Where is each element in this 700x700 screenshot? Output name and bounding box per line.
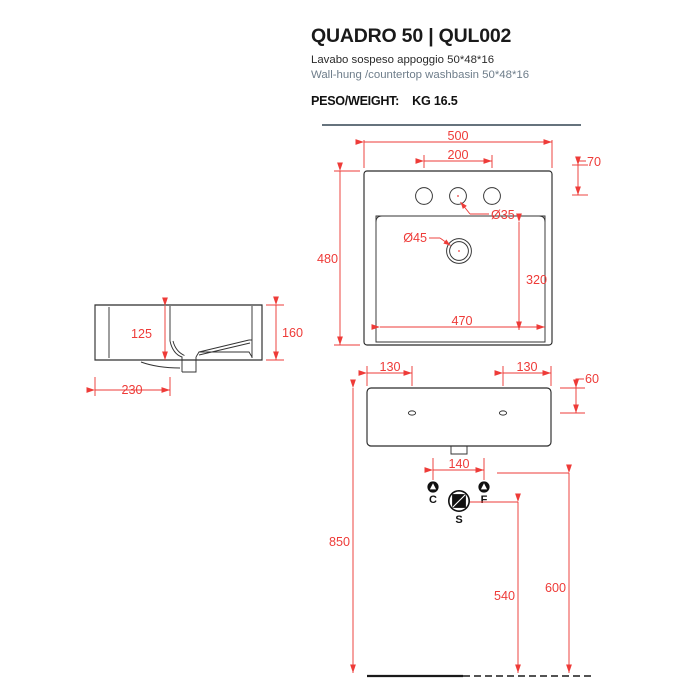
dim-label-130-left: 130 [379,360,400,374]
taphole-right [483,187,501,205]
dim-side-height-160: 160 [266,296,303,361]
subtitle-english: Wall-hung /countertop washbasin 50*48*16 [311,69,530,82]
waste-hole-inner [449,241,469,261]
dim-side-depth-230: 230 [86,377,171,397]
taphole-center [449,187,467,205]
dim-label-60: 60 [585,372,599,386]
dim-label-140: 140 [448,457,469,471]
dim-front-supply-spacing-140: 140 [424,457,485,480]
cold-water-mark: C [427,481,439,506]
dim-top-bowl-depth-320: 320 [516,213,547,330]
dim-front-bracket-drop-60: 60 [560,372,599,414]
dim-front-waste-height-540: 540 [470,493,521,673]
dim-label-500: 500 [447,129,468,143]
dim-label-470: 470 [451,314,472,328]
weight-label: PESO/WEIGHT: [311,93,400,108]
dim-front-rim-height-850: 850 [329,379,356,673]
taphole-left [415,187,433,205]
dim-side-bowl-depth-125: 125 [131,297,168,360]
dim-label-160: 160 [282,326,303,340]
dim-top-bowl-width-470: 470 [371,314,545,330]
weight-row: PESO/WEIGHT: KG 16.5 [311,94,671,108]
hot-water-label: F [481,494,488,506]
fixing-hole-left [407,410,417,416]
waste-drain-mark: S [447,489,470,526]
dim-label-200: 200 [447,148,468,162]
dim-label-125: 125 [131,327,152,341]
dim-label-850: 850 [329,535,350,549]
dim-label-diameter-35: Ø35 [491,208,515,222]
connection-marks: C F S [427,481,490,526]
dim-front-supply-height-600: 600 [497,464,572,673]
waste-drain-label: S [455,514,462,526]
dim-label-320: 320 [526,273,547,287]
dim-label-480: 480 [317,252,338,266]
dim-front-bracket-right-130: 130 [494,360,552,386]
dim-label-230: 230 [121,383,142,397]
hot-water-mark: F [478,481,490,506]
subtitle-italian: Lavabo sospeso appoggio 50*48*16 [311,54,495,67]
dim-label-diameter-45: Ø45 [403,231,427,245]
dim-top-taphole-spacing-200: 200 [415,148,493,168]
dim-top-width-500: 500 [355,129,553,168]
product-header: QUADRO 50 | QUL002 Lavabo sospeso appogg… [311,25,671,108]
cold-water-label: C [429,494,437,506]
page-title: QUADRO 50 | QUL002 [311,25,512,47]
dim-label-540: 540 [494,589,515,603]
dim-label-600: 600 [545,581,566,595]
dim-label-130-right: 130 [516,360,537,374]
waste-hole-outer [446,238,472,264]
weight-value: KG 16.5 [412,93,458,108]
top-plan-view: Ø35 Ø45 500 200 [317,129,601,346]
leader-taphole-diameter: Ø35 [460,201,515,222]
side-section-view: 125 160 230 [86,296,303,397]
leader-waste-diameter: Ø45 [403,231,451,246]
dim-front-bracket-left-130: 130 [358,360,413,386]
fixing-hole-right [498,410,508,416]
dim-top-depth-480: 480 [317,162,360,346]
front-elevation-view: 130 130 60 140 [329,360,599,678]
dim-label-70: 70 [587,155,601,169]
dim-top-rim-70: 70 [572,155,601,196]
